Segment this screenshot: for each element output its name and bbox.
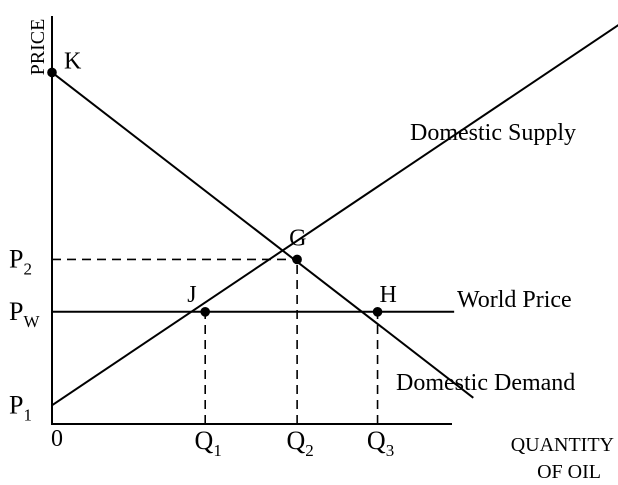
x-tick-q1-subscript: 1 xyxy=(213,441,222,460)
y-tick-p1: P1 xyxy=(9,390,32,424)
point-h xyxy=(372,307,383,317)
x-tick-q2-base: Q xyxy=(286,426,305,455)
x-tick-q1-base: Q xyxy=(195,426,214,455)
supply-line xyxy=(51,24,618,407)
point-label-h: H xyxy=(380,282,397,308)
y-tick-pw: PW xyxy=(9,297,40,331)
point-j xyxy=(200,307,210,317)
y-tick-pw-base: P xyxy=(9,297,23,326)
y-tick-pw-subscript: W xyxy=(23,312,40,331)
x-tick-q3-subscript: 3 xyxy=(386,441,395,460)
x-tick-q3: Q3 xyxy=(367,426,394,460)
y-tick-p1-base: P xyxy=(9,390,23,419)
x-tick-q3-base: Q xyxy=(367,426,386,455)
world-label: World Price xyxy=(457,287,572,313)
origin-label: 0 xyxy=(51,426,63,452)
x-tick-q1: Q1 xyxy=(195,426,222,460)
points: K G J H xyxy=(47,48,397,317)
point-g xyxy=(292,254,302,265)
point-k xyxy=(47,67,57,78)
x-axis-label-line2: OF OIL xyxy=(537,461,601,483)
demand-label: Domestic Demand xyxy=(396,370,575,396)
y-axis-label: PRICE xyxy=(27,19,49,76)
x-tick-q2-subscript: 2 xyxy=(305,441,314,460)
point-label-k: K xyxy=(64,48,82,74)
y-tick-p1-subscript: 1 xyxy=(23,405,32,424)
axes xyxy=(51,16,452,425)
supply-label: Domestic Supply xyxy=(410,120,576,146)
guide-lines xyxy=(52,258,379,424)
x-axis-label-line1: QUANTITY xyxy=(511,434,614,456)
x-tick-q2: Q2 xyxy=(286,426,313,460)
demand-line xyxy=(51,71,474,399)
y-tick-p2-subscript: 2 xyxy=(23,259,32,278)
point-label-j: J xyxy=(187,282,196,308)
y-tick-p2: P2 xyxy=(9,244,32,278)
point-label-g: G xyxy=(289,225,306,251)
y-tick-p2-base: P xyxy=(9,244,23,273)
labels: PRICE 0 QUANTITY OF OIL xyxy=(27,19,614,483)
